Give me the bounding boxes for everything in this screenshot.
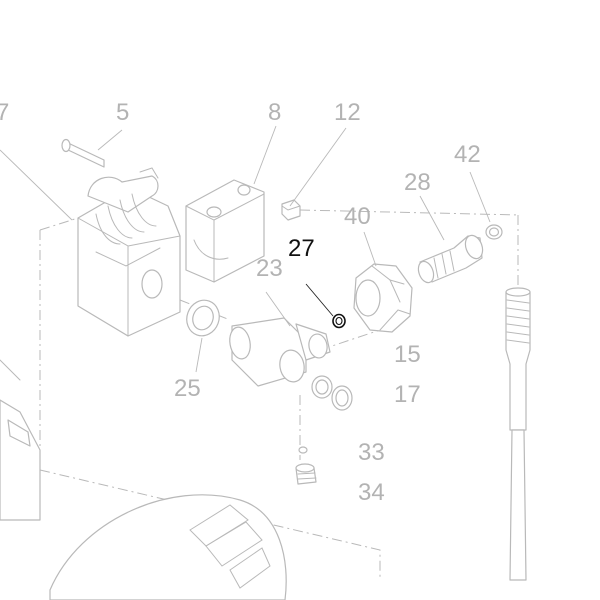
part-40-nut [353,263,413,333]
base-housing [0,359,287,600]
callout-7: 7 [0,99,9,126]
callout-27-highlighted: 27 [288,235,315,262]
part-34-plug [295,463,317,485]
part-23-valve-body [229,317,331,387]
part-17-washer [331,385,353,411]
part-28-fitting [417,234,484,284]
part-5-screw [61,138,105,168]
callout-5: 5 [116,99,129,126]
callout-34: 34 [358,479,385,506]
callout-17: 17 [394,381,421,408]
part-7-pump-housing [77,167,181,337]
callout-12: 12 [334,99,361,126]
callout-23: 23 [256,255,283,282]
part-33-ball [298,446,308,454]
part-25-ring [186,299,220,337]
hose [505,287,531,581]
part-12-cap [281,199,301,221]
part-8-cylinder-block [185,179,265,283]
callout-25: 25 [174,375,201,402]
callout-40: 40 [344,203,371,230]
part-15-washer [311,375,333,399]
callout-15: 15 [394,341,421,368]
callout-labels: 7 5 8 12 42 28 40 27 23 15 25 17 33 34 [0,99,481,506]
callout-42: 42 [454,141,481,168]
part-27-o-ring [332,313,346,329]
leader-lines [0,125,491,373]
callout-8: 8 [268,99,281,126]
callout-33: 33 [358,439,385,466]
callout-28: 28 [404,169,431,196]
part-42-o-ring [485,224,503,240]
